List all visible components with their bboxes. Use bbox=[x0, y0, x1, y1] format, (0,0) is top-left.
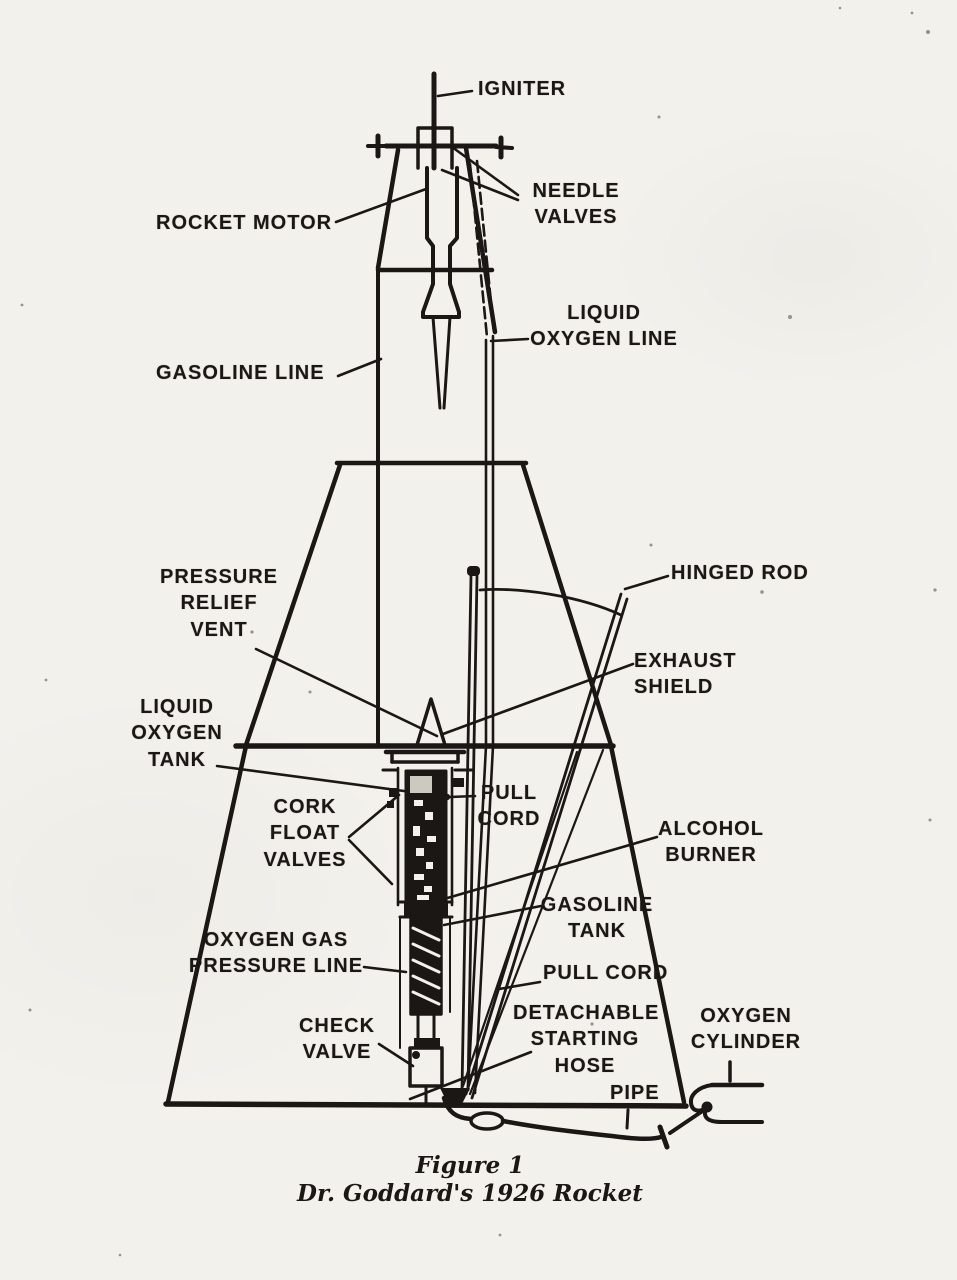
nose-cone-outline bbox=[375, 145, 498, 335]
label-alcohol-burner: ALCOHOL BURNER bbox=[658, 818, 764, 867]
lower-tank-section bbox=[163, 743, 689, 1109]
label-pressure-relief-vent: PRESSURE RELIEF VENT bbox=[159, 566, 279, 641]
leader-needle-valves-1 bbox=[450, 145, 520, 197]
label-needle-valves: NEEDLE VALVES bbox=[532, 180, 620, 229]
leader-needle-valves-2 bbox=[440, 168, 520, 202]
label-pull-cord-upper: PULL CORD bbox=[477, 782, 541, 831]
oxygen-cylinder-shape bbox=[668, 1082, 765, 1135]
figure-caption-title: Figure 1 bbox=[415, 1152, 525, 1179]
leader-check-valve bbox=[377, 1042, 415, 1068]
label-cork-float-valves: CORK FLOAT VALVES bbox=[263, 796, 347, 871]
label-pull-cord-lower: PULL CORD bbox=[543, 962, 669, 984]
pressure-relief-vent-shape bbox=[415, 697, 447, 747]
gasoline-tank-tube bbox=[399, 915, 451, 1049]
liquid-oxygen-tank-cap bbox=[381, 749, 474, 772]
leader-pull-cord-upper bbox=[448, 794, 477, 799]
label-igniter: IGNITER bbox=[478, 78, 567, 100]
leader-exhaust-shield bbox=[441, 662, 635, 736]
leader-gasoline-line bbox=[336, 357, 383, 378]
figure-caption: Figure 1 Dr. Goddard's 1926 Rocket bbox=[270, 1152, 670, 1208]
label-exhaust-shield: EXHAUST SHIELD bbox=[634, 650, 737, 699]
label-rocket-motor: ROCKET MOTOR bbox=[156, 212, 333, 234]
label-oxygen-cylinder: OXYGEN CYLINDER bbox=[690, 1005, 802, 1054]
label-gasoline-line: GASOLINE LINE bbox=[156, 362, 325, 384]
leader-igniter bbox=[436, 89, 474, 98]
leader-liquid-oxygen-line bbox=[489, 337, 530, 343]
leader-cork-float-valves-1 bbox=[347, 793, 401, 839]
leader-oxygen-gas-pressure-line bbox=[362, 965, 408, 974]
leader-pressure-relief-vent bbox=[254, 647, 439, 738]
leader-cork-float-valves-2 bbox=[347, 838, 394, 886]
figure-caption-subtitle: Dr. Goddard's 1926 Rocket bbox=[297, 1180, 643, 1208]
needle-valve-assembly bbox=[366, 126, 514, 170]
detachable-starting-hose-shape bbox=[441, 1095, 670, 1150]
scan-noise-specks bbox=[20, 6, 937, 1257]
label-liquid-oxygen-line: LIQUID OXYGEN LINE bbox=[530, 302, 678, 351]
upper-tank-cone bbox=[233, 460, 616, 749]
label-hinged-rod: HINGED ROD bbox=[671, 562, 809, 584]
leader-alcohol-burner bbox=[442, 835, 659, 901]
hinged-rod-swing-arc bbox=[478, 588, 623, 617]
leader-pull-cord-lower bbox=[497, 980, 542, 991]
leader-pipe bbox=[625, 1108, 630, 1130]
label-pipe: PIPE bbox=[610, 1082, 660, 1104]
label-liquid-oxygen-tank: LIQUID OXYGEN TANK bbox=[131, 696, 223, 771]
pull-cord-lines bbox=[461, 748, 605, 1096]
rocket-motor-shape bbox=[421, 166, 461, 410]
leader-rocket-motor bbox=[334, 187, 428, 224]
label-gasoline-tank: GASOLINE TANK bbox=[540, 894, 654, 943]
label-detachable-starting-hose: DETACHABLE STARTING HOSE bbox=[513, 1002, 660, 1077]
label-oxygen-gas-pressure-line: OXYGEN GAS PRESSURE LINE bbox=[188, 929, 364, 978]
cork-float-valve-tube bbox=[387, 766, 464, 907]
leader-hinged-rod bbox=[623, 574, 670, 591]
leader-liquid-oxygen-tank bbox=[215, 764, 406, 793]
alcohol-burner-junction bbox=[398, 900, 454, 919]
label-check-valve: CHECK VALVE bbox=[298, 1015, 376, 1064]
leader-gasoline-tank bbox=[442, 904, 543, 927]
hinged-rod-vertical bbox=[460, 566, 480, 1092]
leader-lines bbox=[215, 89, 732, 1130]
leader-detachable-starting-hose bbox=[408, 1050, 533, 1101]
